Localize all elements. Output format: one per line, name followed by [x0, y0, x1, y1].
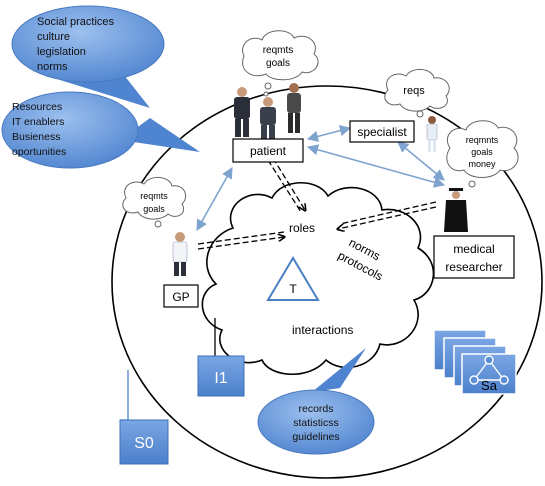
central-cloud: [201, 182, 435, 376]
context-line-2: culture: [37, 31, 70, 43]
i1-box: [197, 355, 245, 397]
researcher-cloud-line-3: money: [468, 159, 496, 169]
dashed-arrow-researcher-roles: [338, 201, 437, 229]
resources-callout: Resources IT enablers Busieness oportuni…: [1, 91, 200, 169]
resources-line-3: Busieness: [12, 131, 60, 143]
arrow-gp-patient: [196, 167, 233, 231]
network-icon: [469, 355, 509, 385]
sa-label: Sa: [481, 378, 498, 393]
s0-label: S0: [134, 435, 154, 452]
gp-box: [163, 284, 199, 308]
researcher-thought-cloud: reqmnts goals money: [446, 120, 519, 188]
dashed-arrow-patient-roles: [267, 157, 305, 212]
records-line-2: statisticss: [293, 417, 339, 429]
gp-thought-cloud: reqmts goals: [122, 177, 187, 228]
patient-cloud-line-2: goals: [266, 58, 290, 69]
sa-stack: Sa: [433, 329, 517, 395]
s0-box: [119, 419, 169, 465]
gp-figure: [172, 232, 188, 276]
roles-label: roles: [289, 221, 315, 235]
researcher-label-line-1: medical: [453, 242, 494, 256]
context-line-1: Social practices: [37, 16, 115, 28]
records-line-1: records: [298, 403, 333, 415]
specialist-label: specialist: [357, 125, 407, 139]
records-callout: records statisticss guidelines: [257, 348, 375, 455]
specialist-box: [349, 120, 415, 143]
researcher-cloud-line-2: goals: [471, 147, 493, 157]
records-line-3: guidelines: [292, 431, 339, 443]
patient-figures: [234, 83, 301, 139]
patient-label: patient: [250, 144, 287, 158]
i1-label: I1: [214, 370, 227, 387]
gp-cloud-line-2: goals: [143, 204, 165, 214]
patient-cloud-line-1: reqmts: [263, 45, 294, 56]
resources-line-4: oportunities: [12, 146, 66, 158]
dashed-arrow-gp-roles: [197, 231, 284, 250]
specialist-figure: [426, 116, 438, 152]
context-line-4: norms: [37, 61, 68, 73]
patient-box: [232, 138, 304, 163]
specialist-cloud-line-1: reqs: [403, 85, 425, 97]
interactions-label: interactions: [292, 323, 353, 337]
gp-label: GP: [172, 290, 189, 304]
resources-line-1: Resources: [12, 101, 62, 113]
arrow-specialist-researcher: [397, 141, 445, 181]
triangle-label: T: [289, 282, 297, 296]
patient-thought-cloud: reqmts goals: [242, 30, 319, 97]
specialist-thought-cloud: reqs: [384, 69, 450, 118]
researcher-box: [433, 235, 515, 279]
researcher-label-line-2: researcher: [445, 260, 502, 274]
context-line-3: legislation: [37, 46, 86, 58]
gp-cloud-line-1: reqmts: [140, 191, 168, 201]
context-callout: Social practices culture legislation nor…: [11, 5, 165, 108]
resources-line-2: IT enablers: [12, 116, 64, 128]
researcher-cloud-line-1: reqmnts: [466, 135, 499, 145]
researcher-figure: [444, 188, 468, 232]
triangle-t: [266, 256, 320, 301]
arrow-patient-specialist: [306, 125, 352, 142]
